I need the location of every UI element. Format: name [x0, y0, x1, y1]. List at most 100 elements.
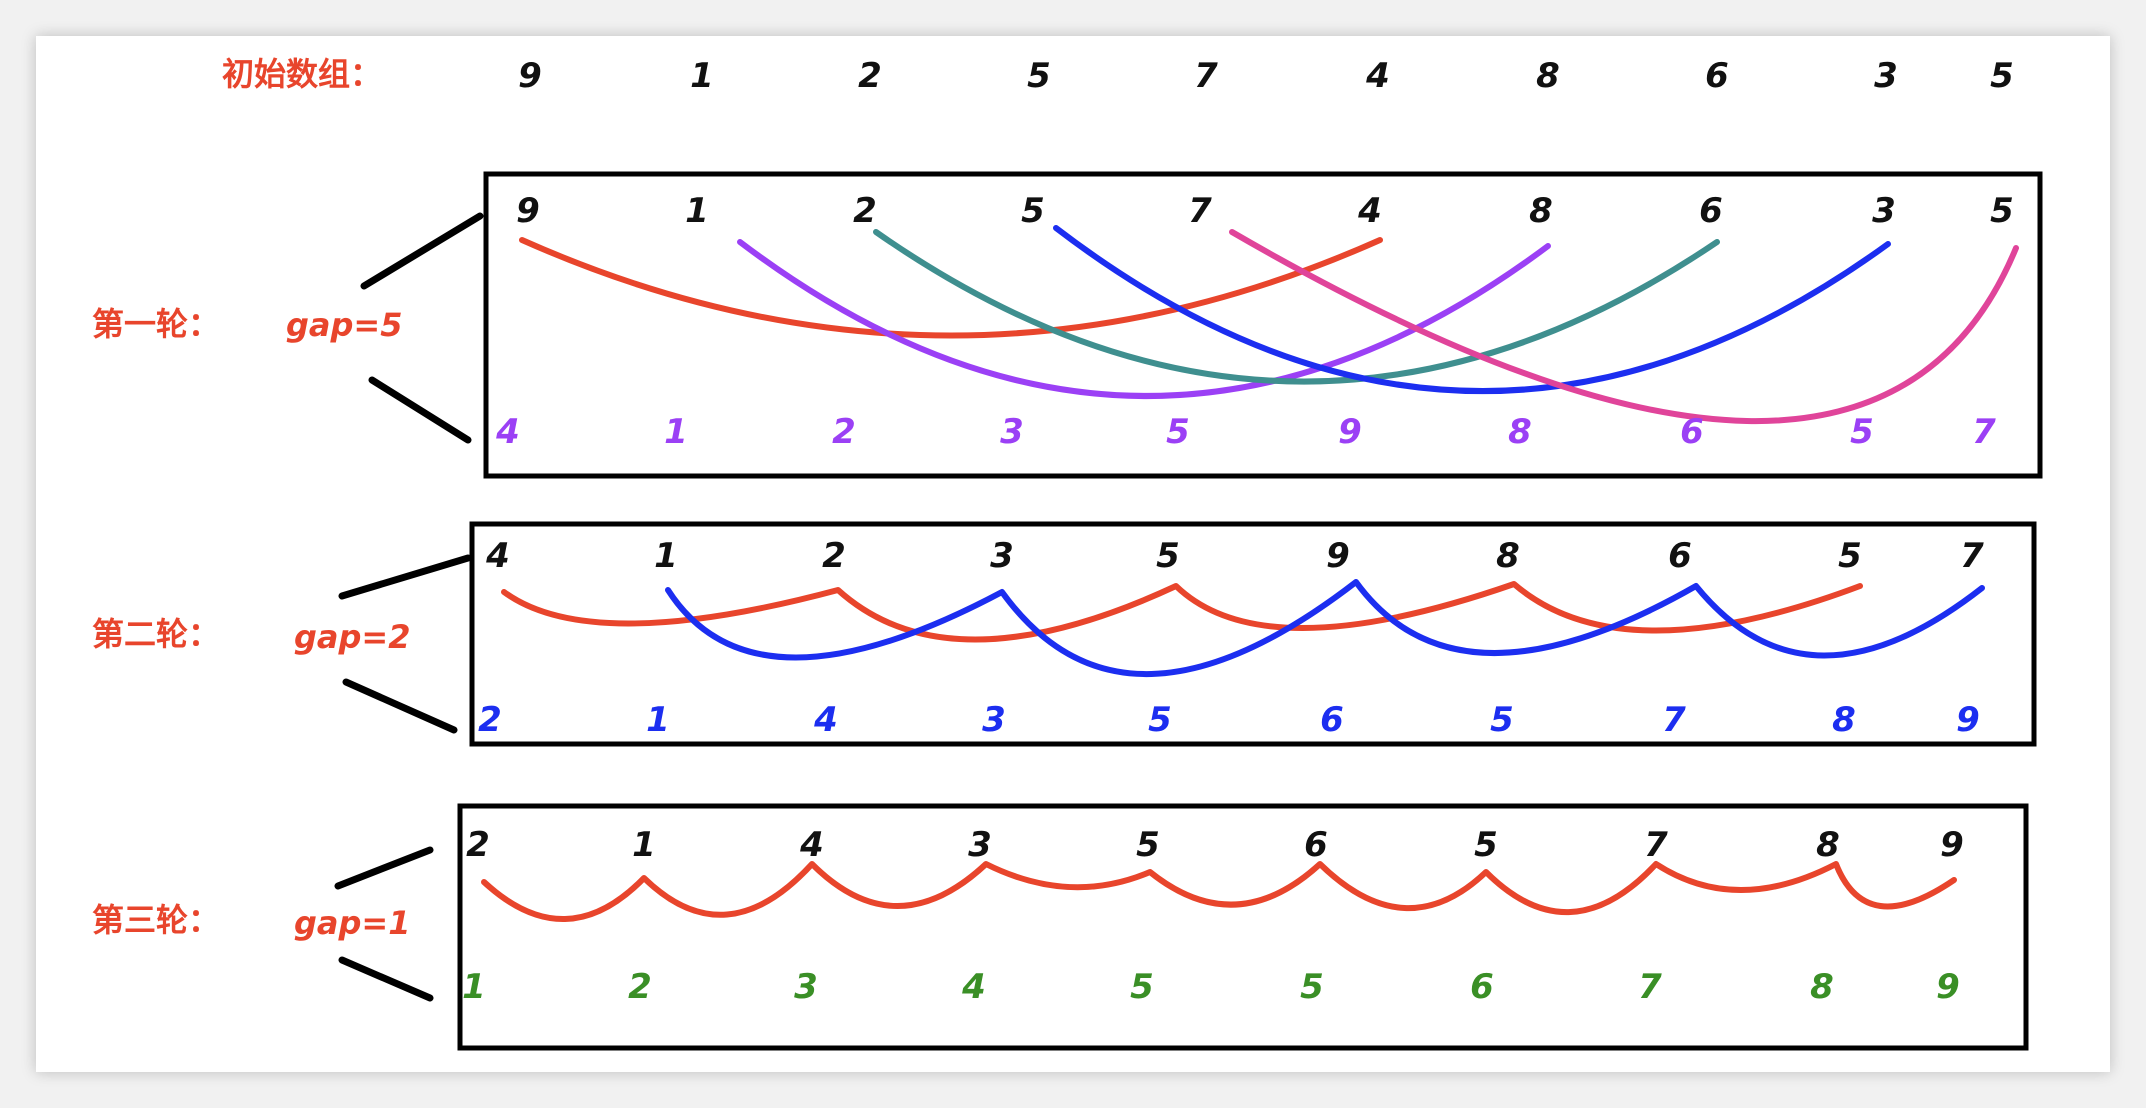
round-1-arc-pair-2	[737, 239, 1551, 399]
round-2-bottom-1: 2	[478, 700, 502, 740]
round-2-top-3: 2	[822, 536, 846, 576]
round-2-gap-label: gap=2	[294, 618, 410, 656]
round-1-bottom-3: 2	[832, 412, 856, 452]
round-3-top-8: 7	[1644, 825, 1668, 865]
round-3-bracket-top	[334, 846, 434, 890]
round-1-bottom-1: 4	[495, 412, 520, 452]
initial-value-2: 1	[690, 56, 714, 96]
round-2-bottom-10: 9	[1956, 700, 1980, 740]
round-3: 第三轮： gap=1 2 1 4 3 5 6 5 7 8 9 1 2 3 4 5…	[92, 803, 2029, 1051]
round-2: 第二轮： gap=2 4 1 2 3 5 9 8 6 5 7 2 1 4 3 5…	[92, 521, 2037, 747]
round-2-bottom-2: 1	[646, 700, 670, 740]
round-1-box	[483, 171, 2043, 479]
initial-value-6: 4	[1365, 56, 1390, 96]
round-1-bottom-values: 4 1 2 3 5 9 8 6 5 7	[495, 412, 1996, 452]
round-3-bottom-10: 9	[1936, 967, 1960, 1007]
round-3-top-1: 2	[466, 825, 490, 865]
round-1-arc-pair-4	[1053, 225, 1891, 394]
round-1-bottom-9: 5	[1850, 412, 1874, 452]
round-3-top-6: 6	[1304, 825, 1328, 865]
round-3-arcs	[481, 861, 1957, 922]
round-1-bottom-6: 9	[1338, 412, 1362, 452]
round-1-bottom-8: 6	[1680, 412, 1704, 452]
round-2-bracket-bottom	[342, 678, 458, 734]
round-1-top-9: 3	[1872, 191, 1896, 231]
round-2-arc-odd-group	[665, 579, 1985, 677]
round-1-bottom-4: 3	[1000, 412, 1024, 452]
round-3-bottom-2: 2	[628, 967, 652, 1007]
round-1-label: 第一轮：	[92, 305, 220, 343]
round-1-top-7: 8	[1529, 191, 1553, 231]
round-1-bottom-10: 7	[1972, 412, 1996, 452]
round-1-top-6: 4	[1357, 191, 1382, 231]
round-3-label: 第三轮：	[92, 901, 220, 939]
round-2-bottom-8: 7	[1662, 700, 1686, 740]
round-2-top-1: 4	[485, 536, 510, 576]
round-1-gap-label: gap=5	[286, 306, 402, 344]
round-3-box	[457, 803, 2029, 1051]
round-3-top-5: 5	[1136, 825, 1160, 865]
round-1-bracket-bottom	[368, 376, 472, 444]
round-2-bottom-3: 4	[813, 700, 838, 740]
round-2-top-4: 3	[990, 536, 1014, 576]
round-3-bottom-4: 4	[961, 967, 986, 1007]
initial-value-10: 5	[1990, 56, 2014, 96]
initial-value-1: 9	[518, 56, 542, 96]
round-2-top-6: 9	[1326, 536, 1350, 576]
round-1-bottom-2: 1	[664, 412, 688, 452]
round-3-top-7: 5	[1474, 825, 1498, 865]
round-1-top-2: 1	[685, 191, 709, 231]
round-1-arc-pair-3	[873, 229, 1720, 385]
round-2-bottom-values: 2 1 4 3 5 6 5 7 8 9	[478, 700, 1980, 740]
shell-sort-diagram: 初始数组： 9 1 2 5 7 4 8 6 3 5 第一轮： gap=5 9 1…	[92, 55, 2043, 1051]
round-1-bottom-7: 8	[1508, 412, 1532, 452]
round-1-top-10: 5	[1990, 191, 2014, 231]
initial-value-5: 7	[1194, 56, 1218, 96]
round-3-bottom-5: 5	[1130, 967, 1154, 1007]
round-2-bottom-5: 5	[1148, 700, 1172, 740]
initial-value-4: 5	[1027, 56, 1051, 96]
round-1-bottom-5: 5	[1166, 412, 1190, 452]
round-2-bottom-6: 6	[1320, 700, 1344, 740]
round-2-top-10: 7	[1960, 536, 1984, 576]
round-3-bottom-9: 8	[1810, 967, 1834, 1007]
round-2-bottom-7: 5	[1490, 700, 1514, 740]
initial-value-7: 8	[1536, 56, 1560, 96]
round-3-bottom-6: 5	[1300, 967, 1324, 1007]
round-3-bottom-3: 3	[794, 967, 818, 1007]
round-2-top-5: 5	[1156, 536, 1180, 576]
initial-value-8: 6	[1705, 56, 1729, 96]
round-2-bracket-top	[338, 554, 472, 600]
round-3-bottom-1: 1	[462, 967, 486, 1007]
initial-array-values: 9 1 2 5 7 4 8 6 3 5	[518, 56, 2014, 96]
round-1-arcs	[519, 225, 2019, 424]
round-3-arc-chain	[481, 861, 1957, 922]
initial-value-9: 3	[1874, 56, 1898, 96]
round-3-bottom-values: 1 2 3 4 5 5 6 7 8 9	[462, 967, 1960, 1007]
round-2-top-values: 4 1 2 3 5 9 8 6 5 7	[485, 536, 1984, 576]
round-2-top-9: 5	[1838, 536, 1862, 576]
round-2-top-8: 6	[1668, 536, 1692, 576]
diagram-card: 初始数组： 9 1 2 5 7 4 8 6 3 5 第一轮： gap=5 9 1…	[36, 36, 2110, 1072]
round-3-top-9: 8	[1816, 825, 1840, 865]
round-2-top-2: 1	[654, 536, 678, 576]
initial-array-label: 初始数组：	[222, 55, 382, 93]
round-3-top-3: 4	[799, 825, 824, 865]
round-2-box	[469, 521, 2037, 747]
round-2-label: 第二轮：	[92, 615, 220, 653]
round-2-top-7: 8	[1496, 536, 1520, 576]
round-2-arcs	[501, 579, 1985, 677]
round-3-gap-label: gap=1	[294, 904, 410, 942]
round-3-top-values: 2 1 4 3 5 6 5 7 8 9	[466, 825, 1964, 865]
round-1-top-values: 9 1 2 5 7 4 8 6 3 5	[516, 191, 2014, 231]
round-1-arc-pair-1	[519, 237, 1383, 339]
round-1-top-1: 9	[516, 191, 540, 231]
round-3-bracket-bottom	[338, 956, 434, 1002]
round-3-top-10: 9	[1940, 825, 1964, 865]
round-3-bottom-7: 6	[1470, 967, 1494, 1007]
round-3-top-4: 3	[968, 825, 992, 865]
round-1-top-8: 6	[1699, 191, 1723, 231]
round-1-top-3: 2	[853, 191, 877, 231]
round-1-top-5: 7	[1188, 191, 1212, 231]
round-3-bottom-8: 7	[1638, 967, 1662, 1007]
